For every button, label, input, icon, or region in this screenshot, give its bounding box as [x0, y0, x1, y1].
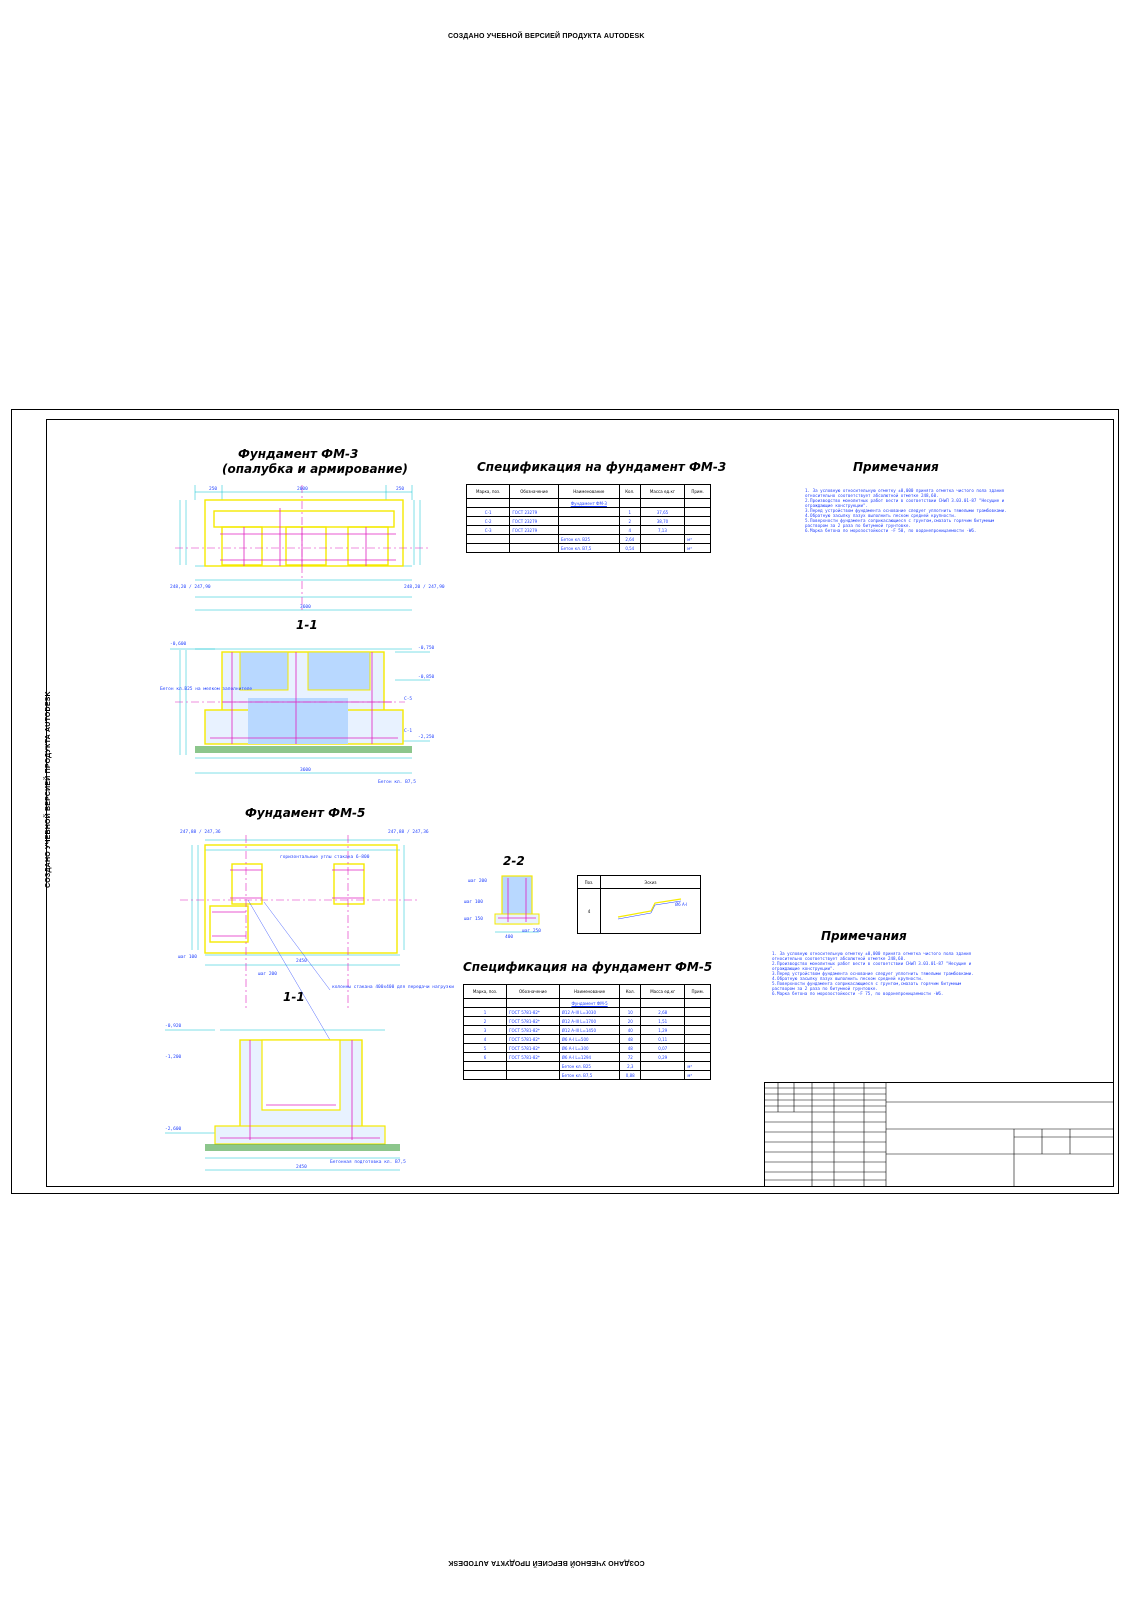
- fm3s-elev-bottom: -2,250: [418, 734, 435, 740]
- drawing-sheet: [11, 409, 1119, 1194]
- fm5-plan-drawing: [180, 835, 420, 1041]
- title-fm3-section: 1-1: [296, 618, 318, 632]
- spec-cell: [640, 1070, 686, 1080]
- note-line: раствором за 2 раза по битумной грунтовк…: [772, 986, 878, 991]
- title-fm5: Фундамент ФМ-5: [245, 806, 366, 820]
- fm5s-elev-bottom: -2,600: [165, 1126, 182, 1132]
- note-line: 1. За условную относительную отметку ±0,…: [772, 951, 972, 956]
- sketch-table: Поз. Эскиз 4 Ø6 А-I: [577, 875, 701, 934]
- watermark-top: СОЗДАНО УЧЕБНОЙ ВЕРСИЕЙ ПРОДУКТА AUTODES…: [448, 33, 645, 40]
- title-notes-1: Примечания: [853, 460, 939, 474]
- spec-header: Масса ед.кг: [640, 984, 686, 999]
- fm3s-c5: С-5: [404, 696, 412, 702]
- note-line: 5.Поверхности фундамента соприкасающиеся…: [772, 981, 962, 986]
- fm3s-concrete-top: Бетон кл.В25 на мелком заполнителе: [160, 686, 252, 692]
- fm3-total: 3600: [300, 604, 311, 610]
- note-line: 1. За условную относительную отметку ±0,…: [805, 488, 1005, 493]
- s22-total: 400: [505, 934, 513, 940]
- fm5-section-drawing: [165, 1029, 400, 1171]
- note-line: 4.Обратную засыпку пазух выполнить песко…: [772, 976, 924, 981]
- note-line: 5.Поверхности фундамента соприкасающиеся…: [805, 518, 995, 523]
- spec-cell: Бетон кл. В7,5: [557, 543, 620, 553]
- s22-step-2: шаг 100: [464, 899, 483, 905]
- fm5-note-lay: колонны стакана 400х400 для передачи наг…: [332, 984, 454, 990]
- title-notes-2: Примечания: [821, 929, 907, 943]
- fm5s-concrete: Бетонная подготовка кл. В7,5: [330, 1159, 406, 1165]
- title-block-grid: [764, 1082, 1114, 1187]
- note-line: 3.Перед устройством фундамента основание…: [772, 971, 974, 976]
- sketch-bar-label: Ø6 А-I: [675, 902, 687, 907]
- title-fm3: Фундамент ФМ-3: [238, 447, 359, 461]
- notes-list-1: 1. За условную относительную отметку ±0,…: [805, 488, 1007, 533]
- fm3-dim-top-right: 250: [396, 486, 404, 492]
- fm3-dim-top-left: 250: [209, 486, 217, 492]
- sketch-pos: 4: [577, 888, 601, 934]
- fm3-section-drawing: [170, 648, 430, 774]
- fm3s-elev-top-right: -0,750: [418, 645, 435, 651]
- drawing-frame: [46, 419, 1114, 1187]
- s22-step-1: шаг 200: [468, 878, 487, 884]
- note-line: 6.Марка бетона по морозостойкости -F 75,…: [772, 991, 944, 996]
- spec-cell: [462, 1070, 508, 1080]
- sketch-cell: Ø6 А-I: [600, 888, 701, 934]
- fm5-note-joint: горизонтальные углы стакана 6-800: [280, 854, 370, 860]
- fm3s-concrete-bottom: Бетон кл. В7,5: [378, 779, 416, 785]
- bar-sketch-icon: Ø6 А-I: [617, 898, 687, 920]
- spec-cell: [639, 543, 686, 553]
- spec-cell: Бетон кл. В7,5: [558, 1070, 621, 1080]
- title-spec-fm3: Спецификация на фундамент ФМ-3: [477, 460, 727, 474]
- s22-step-3: шаг 150: [464, 916, 483, 922]
- fm3s-elev-mid: -0,850: [418, 674, 435, 680]
- spec-cell: м³: [684, 543, 711, 553]
- fm5s-elev-top: -0,920: [165, 1023, 182, 1029]
- notes-list-2: 1. За условную относительную отметку ±0,…: [772, 951, 974, 996]
- fm5-elev-left: 247,88 / 247,36: [180, 829, 221, 835]
- note-line: 2.Производство монолитных работ вести в …: [805, 498, 1005, 503]
- fm3-elev-right: 248,20 / 247,90: [404, 584, 445, 590]
- fm3s-elev-top-left: -0,600: [170, 641, 187, 647]
- note-line: ограждающие конструкции".: [772, 966, 836, 971]
- title-block: [764, 1082, 1114, 1187]
- note-line: ограждающие конструкции".: [805, 503, 869, 508]
- section-2-2-drawing: [494, 875, 540, 933]
- spec-header: Обозначение: [509, 484, 559, 499]
- fm3s-total: 3600: [300, 767, 311, 773]
- title-fm3-subtitle: (опалубка и армирование): [222, 462, 408, 476]
- note-line: относительно соответствует абсолютной от…: [772, 956, 906, 961]
- title-spec-fm5: Спецификация на фундамент ФМ-5: [463, 960, 713, 974]
- title-section-2-2: 2-2: [503, 854, 525, 868]
- fm5-step2: шаг 200: [258, 971, 277, 977]
- note-line: 3.Перед устройством фундамента основание…: [805, 508, 1007, 513]
- fm5s-total: 2450: [296, 1164, 307, 1170]
- fm3s-c1: С-1: [404, 728, 412, 734]
- note-line: 4.Обратную засыпку пазух выполнить песко…: [805, 513, 957, 518]
- title-fm5-section: 1-1: [283, 990, 305, 1004]
- fm5-step: шаг 100: [178, 954, 197, 960]
- fm5s-elev-mid: -1,200: [165, 1054, 182, 1060]
- spec-cell: [509, 543, 559, 553]
- fm3-elev-left: 248,20 / 247,90: [170, 584, 211, 590]
- fm5-total: 2450: [296, 958, 307, 964]
- note-line: раствором за 2 раза по битумной грунтовк…: [805, 523, 911, 528]
- note-line: 6.Марка бетона по морозостойкости -F 50,…: [805, 528, 977, 533]
- fm5-elev-right: 247,88 / 247,36: [388, 829, 429, 835]
- fm3-plan-drawing: [175, 485, 430, 611]
- spec-cell: м³: [684, 1070, 711, 1080]
- note-line: 2.Производство монолитных работ вести в …: [772, 961, 972, 966]
- fm3-dim-top-mid: 2000: [297, 486, 308, 492]
- spec-group-row: Фундамент ФМ-5: [462, 998, 711, 1008]
- note-line: относительно соответствует абсолютной от…: [805, 493, 939, 498]
- s22-step-4: шаг 250: [522, 928, 541, 934]
